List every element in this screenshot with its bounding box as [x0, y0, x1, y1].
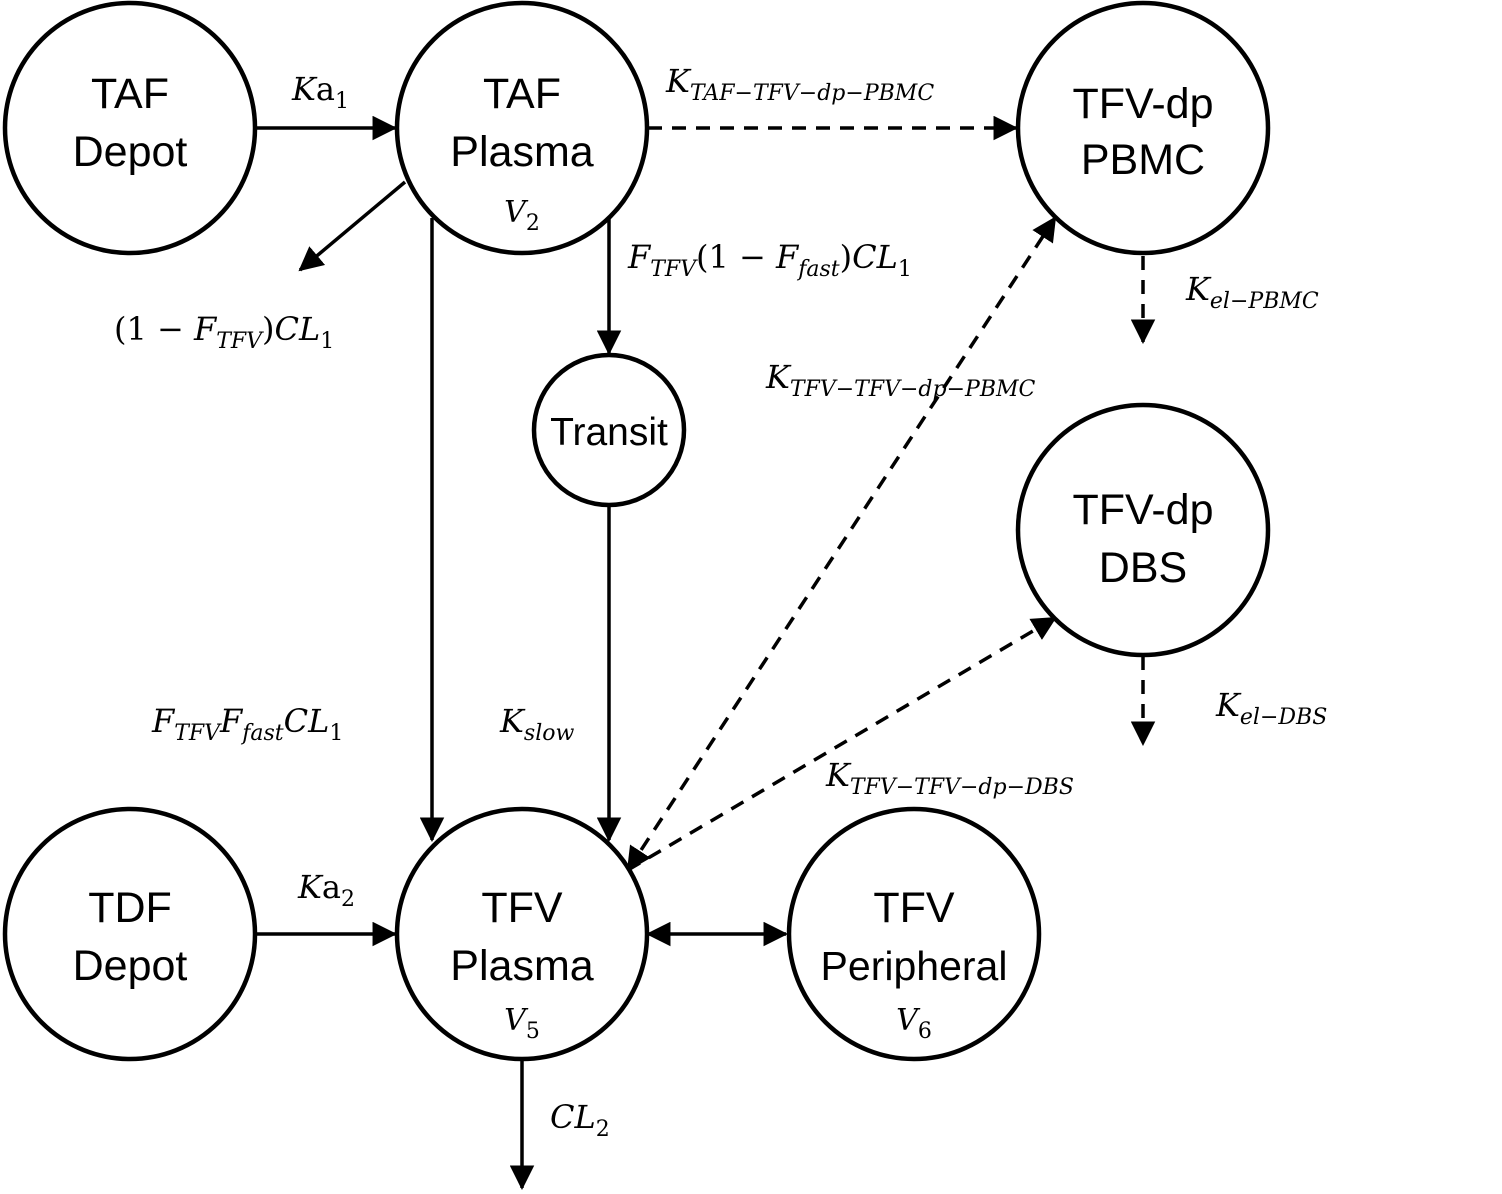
label-kel-dbs: Kel−DBS	[1215, 686, 1327, 730]
node-tfv-peripheral: TFV Peripheral V6	[786, 806, 1042, 1062]
node-tdf-depot: TDF Depot	[2, 806, 258, 1062]
svg-text:TAF: TAF	[483, 70, 561, 118]
label-k-tfv-tfv-dp-dbs: KTFV−TFV−dp−DBS	[825, 756, 1074, 800]
edge-tfv-plasma-to-tfv-dp-dbs	[627, 616, 1057, 872]
svg-text:TFV: TFV	[873, 884, 955, 932]
node-taf-plasma: TAF Plasma V2	[394, 0, 650, 256]
edge-taf-plasma-elimination	[298, 180, 407, 272]
label-k-tfv-tfv-dp-pbmc: KTFV−TFV−dp−PBMC	[765, 358, 1036, 402]
node-transit: Transit	[531, 352, 687, 508]
label-k-taf-tfv-dp-pbmc: KTAF−TFV−dp−PBMC	[665, 62, 934, 106]
label-kslow: Kslow	[499, 702, 574, 746]
svg-text:PBMC: PBMC	[1081, 136, 1205, 184]
label-ftfv-one-minus-ffast-cl1: FTFV(1 − Ffast)CL1	[627, 238, 912, 282]
label-cl2: CL2	[550, 1098, 610, 1142]
node-taf-depot: TAF Depot	[2, 0, 258, 256]
volume-v6-label: V6	[896, 1003, 932, 1044]
volume-v5-label: V5	[504, 1003, 540, 1044]
svg-text:Depot: Depot	[73, 942, 188, 990]
svg-text:Depot: Depot	[73, 128, 188, 176]
node-tfv-dp-pbmc: TFV-dp PBMC	[1015, 0, 1271, 256]
node-tfv-plasma: TFV Plasma V5	[394, 806, 650, 1062]
svg-text:Peripheral: Peripheral	[821, 943, 1008, 989]
svg-text:TFV-dp: TFV-dp	[1073, 80, 1214, 128]
node-tfv-dp-dbs: TFV-dp DBS	[1015, 402, 1271, 658]
svg-text:Transit: Transit	[550, 411, 668, 454]
label-kel-pbmc: Kel−PBMC	[1185, 270, 1319, 314]
label-ka2: Ka2	[297, 868, 355, 912]
svg-text:TFV-dp: TFV-dp	[1073, 486, 1214, 534]
label-ftfv-ffast-cl1: FTFVFfastCL1	[151, 702, 343, 746]
label-ka1: Ka1	[291, 70, 349, 114]
svg-text:TDF: TDF	[88, 884, 172, 932]
svg-text:TAF: TAF	[91, 70, 169, 118]
svg-text:DBS: DBS	[1099, 544, 1187, 592]
edge-tfv-plasma-to-tfv-dp-pbmc	[626, 216, 1057, 872]
svg-text:Plasma: Plasma	[450, 942, 593, 990]
volume-v2-label: V2	[504, 195, 540, 236]
svg-text:TFV: TFV	[481, 884, 563, 932]
label-one-minus-ftfv-cl1: (1 − FTFV)CL1	[114, 310, 334, 354]
svg-text:Plasma: Plasma	[450, 128, 593, 176]
